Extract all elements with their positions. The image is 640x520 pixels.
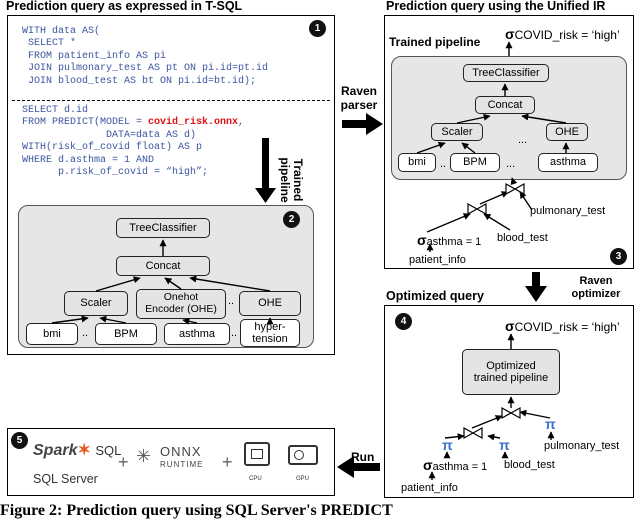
- sql-line: FROM PREDICT(MODEL =: [22, 117, 149, 129]
- dots: ...: [518, 134, 528, 146]
- sigma-covid-top: σCOVID_risk = ‘high’: [505, 26, 620, 42]
- ir-sigma-asthma: σasthma = 1: [417, 232, 482, 248]
- ir-blood-label: blood_test: [497, 232, 548, 244]
- hyper-line: tension: [252, 333, 288, 345]
- sql-line: WHERE d.asthma = 1 AND: [22, 154, 155, 166]
- ir-scaler-node: Scaler: [431, 123, 483, 141]
- dots: ..: [440, 158, 447, 170]
- plus-sign: +: [222, 452, 233, 472]
- onnx-icon: ✳: [136, 446, 152, 466]
- ir-pulmonary-label: pulmonary_test: [530, 205, 606, 217]
- sql-line: SELECT *: [22, 38, 77, 50]
- ohe-node: OHE: [239, 291, 301, 316]
- opt-pulmonary-label: pulmonary_test: [544, 440, 620, 452]
- onehot-encoder-node: Onehot Encoder (OHE): [136, 289, 226, 319]
- sql-predict-block: SELECT d.id FROM PREDICT(MODEL = covid_r…: [22, 105, 244, 179]
- trained-label-line: pipeline: [278, 157, 292, 203]
- tree-classifier-node: TreeClassifier: [116, 218, 210, 238]
- spark-sql-word: SQL: [95, 443, 122, 458]
- raven-optimizer-line: optimizer: [571, 288, 621, 300]
- spark-word: Spark: [33, 442, 78, 459]
- figure-caption: Figure 2: Prediction query using SQL Ser…: [0, 502, 393, 519]
- badge-3: 3: [610, 248, 627, 265]
- ir-ohe-node: OHE: [546, 123, 588, 141]
- raven-parser-line: Raven: [340, 84, 378, 98]
- optimized-pipeline-node: Optimized trained pipeline: [462, 349, 560, 395]
- dots: ..: [228, 295, 235, 307]
- sigma-condition: COVID_risk = ‘high’: [514, 320, 620, 334]
- concat-node: Concat: [116, 256, 210, 276]
- onehot-line: Onehot: [163, 291, 199, 304]
- sigma-condition: COVID_risk = ‘high’: [514, 28, 620, 42]
- projection-pi: π: [545, 416, 556, 432]
- opt-sigma-covid: σCOVID_risk = ‘high’: [505, 318, 620, 334]
- spark-logo: Spark✶ SQL: [33, 440, 121, 460]
- sigma-condition: asthma = 1: [432, 461, 488, 473]
- sigma-condition: asthma = 1: [426, 236, 482, 248]
- opt-patient-label: patient_info: [401, 482, 458, 494]
- sql-divider: [12, 100, 330, 101]
- sql-line: DATA=data AS d): [22, 129, 197, 141]
- dots: ...: [506, 158, 516, 170]
- raven-optimizer-line: Raven: [579, 275, 613, 287]
- cpu-icon: [244, 442, 270, 466]
- dots: ..: [82, 327, 89, 339]
- sql-line: FROM patient_info AS pi: [22, 50, 167, 62]
- trained-pipeline-title: Trained pipeline: [389, 35, 481, 49]
- hypertension-node: hyper- tension: [240, 319, 300, 347]
- projection-pi: π: [499, 437, 510, 453]
- scaler-node: Scaler: [64, 291, 128, 316]
- opt-blood-label: blood_test: [504, 459, 555, 471]
- opt-sigma-asthma: σasthma = 1: [423, 457, 488, 473]
- ir-patient-label: patient_info: [409, 254, 466, 266]
- opt-pipeline-line: Optimized: [486, 359, 536, 372]
- sql-line: JOIN pulmonary_test AS pt ON pi.id=pt.id: [22, 63, 269, 75]
- badge-4: 4: [395, 313, 412, 330]
- trained-label-line: Trained: [291, 158, 305, 202]
- ir-asthma-node: asthma: [538, 153, 598, 172]
- hyper-line: hyper-: [254, 320, 286, 333]
- projection-pi: π: [442, 437, 453, 453]
- onnx-word: ONNX: [160, 444, 202, 459]
- asthma-node: asthma: [164, 323, 230, 345]
- ir-concat-node: Concat: [475, 96, 535, 114]
- badge-5: 5: [11, 432, 28, 449]
- bpm-node: BPM: [95, 323, 157, 345]
- dots: ..: [231, 327, 238, 339]
- left-section-title: Prediction query as expressed in T-SQL: [6, 0, 243, 13]
- bmi-node: bmi: [26, 323, 78, 345]
- badge-2: 2: [283, 211, 300, 228]
- runtime-word: RUNTIME: [160, 460, 204, 469]
- raven-optimizer-label: Raven optimizer: [566, 275, 626, 301]
- ir-bpm-node: BPM: [450, 153, 500, 172]
- ir-tree-classifier-node: TreeClassifier: [463, 64, 549, 82]
- right-section-title: Prediction query using the Unified IR: [386, 0, 606, 13]
- cpu-label: CPU: [249, 476, 262, 482]
- gpu-label: GPU: [296, 476, 310, 482]
- raven-parser-label: Raven parser: [338, 84, 380, 112]
- optimized-section-title: Optimized query: [386, 289, 484, 303]
- sql-with-block: WITH data AS( SELECT * FROM patient_info…: [22, 26, 268, 88]
- sql-line: WITH data AS(: [22, 26, 101, 37]
- model-name: covid_risk.onnx: [148, 117, 239, 129]
- spark-star-icon: ✶: [77, 442, 91, 459]
- engines-panel: [7, 428, 335, 496]
- sql-line: p.risk_of_covid = “high”;: [22, 167, 209, 179]
- sql-server-logo: SQL Server: [33, 472, 98, 486]
- sql-line: WITH(risk_of_covid float) AS p: [22, 142, 203, 154]
- gpu-icon: [288, 445, 318, 465]
- ir-bmi-node: bmi: [398, 153, 436, 172]
- sql-line: SELECT d.id: [22, 105, 89, 116]
- plus-sign: +: [118, 452, 129, 472]
- opt-pipeline-line: trained pipeline: [473, 372, 549, 384]
- badge-1: 1: [309, 20, 326, 37]
- run-label: Run: [351, 450, 375, 464]
- trained-pipeline-label: Trained pipeline: [248, 150, 305, 210]
- sql-line: ,: [238, 117, 245, 129]
- raven-parser-line: parser: [340, 98, 378, 112]
- sql-line: JOIN blood_test AS bt ON pi.id=bt.id);: [22, 75, 257, 87]
- onehot-line: Encoder (OHE): [145, 303, 217, 315]
